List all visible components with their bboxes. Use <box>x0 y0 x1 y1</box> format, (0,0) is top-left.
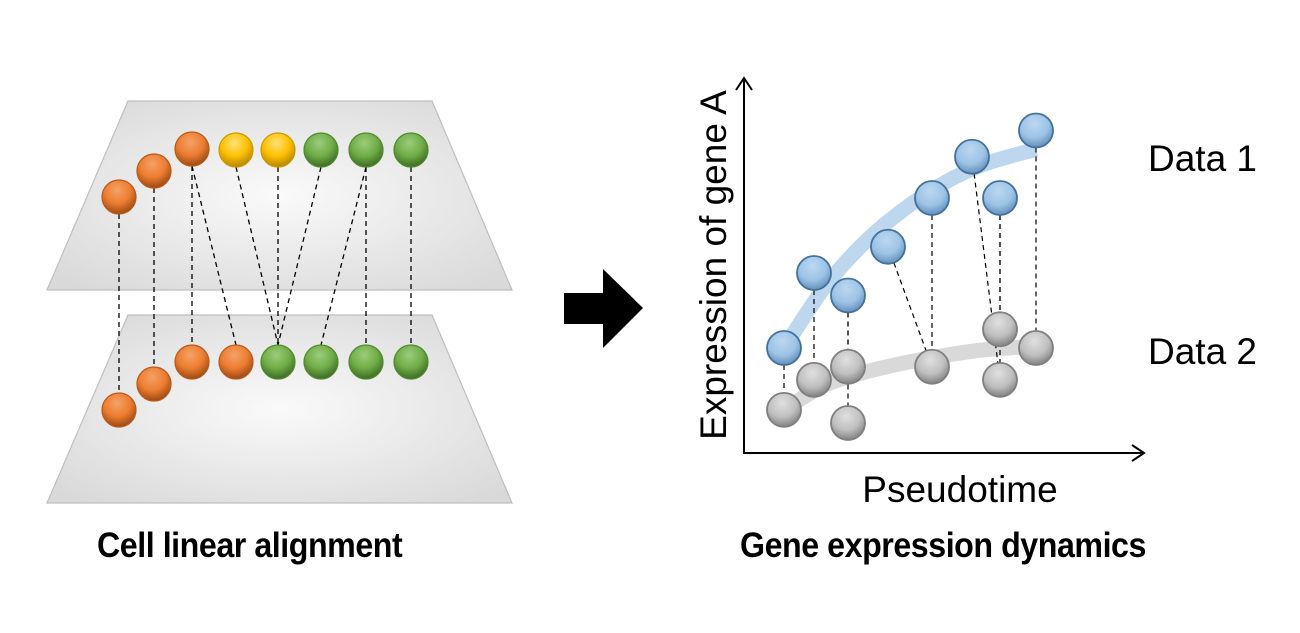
top-plane-cells <box>101 131 429 215</box>
data-2-point <box>914 348 950 385</box>
data-2-point <box>766 391 802 428</box>
data-1-point <box>830 277 866 314</box>
alignment-link <box>235 166 279 346</box>
top-plane-cell-yellow <box>260 132 296 168</box>
alignment-link <box>191 165 237 346</box>
data-2-point <box>796 361 832 398</box>
data-1-point <box>766 330 802 366</box>
data-2-point <box>982 311 1018 348</box>
top-plane-cell-green <box>303 132 339 168</box>
data-1-point <box>870 228 906 265</box>
top-plane-cell-green <box>348 132 384 168</box>
series-label-data-2: Data 2 <box>1148 331 1257 372</box>
series-label-data-1: Data 1 <box>1148 138 1257 179</box>
data-2-point <box>1018 330 1054 366</box>
cell-alignment-panel <box>46 100 513 504</box>
top-plane-cell-green <box>393 132 429 168</box>
x-axis-label: Pseudotime <box>862 469 1057 510</box>
data-2-point <box>830 348 866 385</box>
bottom-plane-cell-orange <box>174 344 210 380</box>
bottom-plane-cell-orange <box>101 392 137 428</box>
chart-alignment-link <box>893 262 927 351</box>
top-plane-cell-orange <box>101 179 137 215</box>
x-axis-arrowhead <box>1131 444 1146 462</box>
top-plane-cell-orange <box>136 153 172 189</box>
chart-alignment-link <box>973 173 999 364</box>
top-plane-cell-yellow <box>218 132 254 168</box>
bottom-plane-cell-green <box>393 344 429 380</box>
y-axis-label: Expression of gene A <box>693 90 734 440</box>
bottom-plane-cell-green <box>260 344 296 380</box>
bottom-plane-cells <box>101 344 429 428</box>
data-1-point <box>1018 112 1054 149</box>
right-arrow-icon <box>564 269 643 348</box>
data-2-point <box>830 405 866 441</box>
gene-expression-chart: Pseudotime Expression of gene A Data 1 D… <box>693 76 1257 510</box>
bottom-plane-cell-green <box>348 344 384 380</box>
data-1-point <box>796 255 832 291</box>
top-plane-cell-orange <box>174 131 210 167</box>
left-panel-caption: Cell linear alignment <box>97 526 403 565</box>
data-1-point <box>914 180 950 216</box>
alignment-link <box>320 166 367 346</box>
alignment-link <box>277 166 322 346</box>
chart-points <box>766 112 1054 441</box>
data-2-point <box>982 361 1018 398</box>
right-panel-caption: Gene expression dynamics <box>740 526 1146 565</box>
bottom-plane-cell-orange <box>136 366 172 402</box>
bottom-plane-cell-green <box>303 344 339 380</box>
y-axis-arrowhead <box>735 76 753 91</box>
data-1-point <box>954 138 990 175</box>
alignment-links <box>118 165 412 393</box>
bottom-plane-cell-orange <box>218 344 254 380</box>
data-1-point <box>982 180 1018 216</box>
